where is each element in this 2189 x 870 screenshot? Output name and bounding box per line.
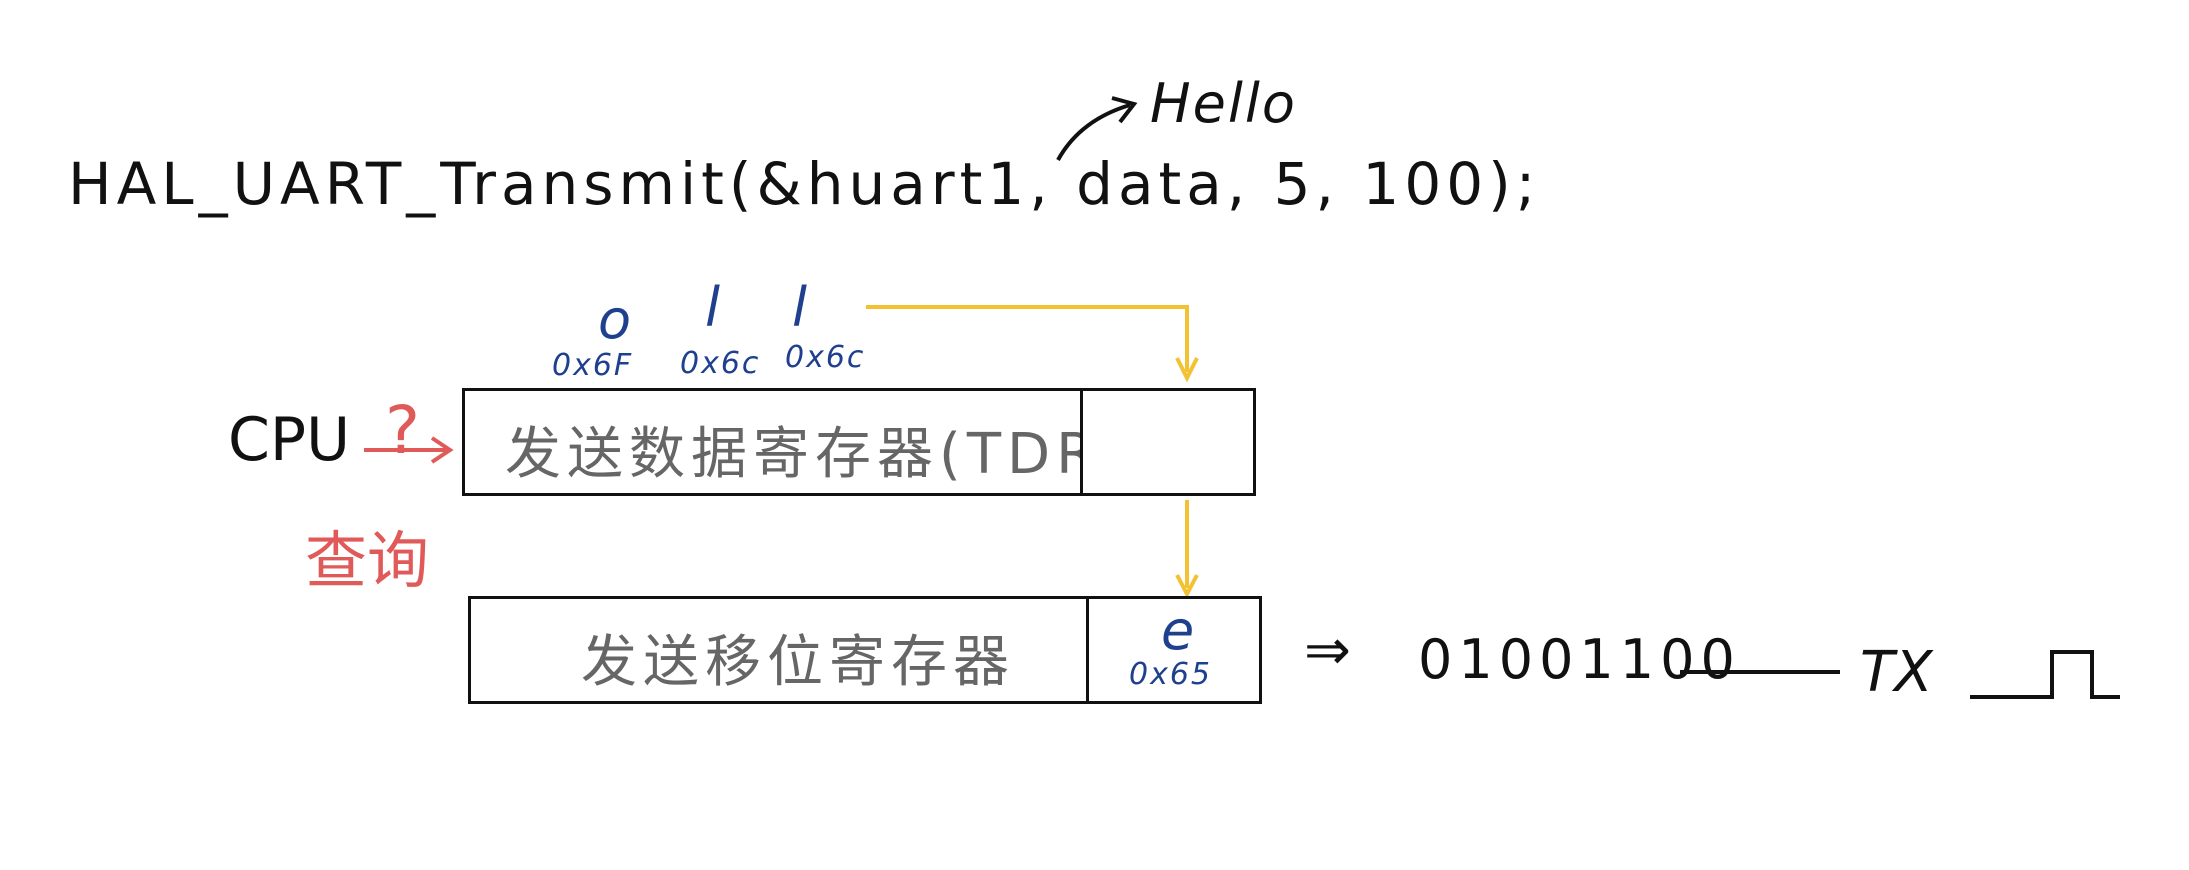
shift-register-label: 发送移位寄存器 [581, 630, 1015, 695]
tx-label: TX [1860, 640, 1933, 705]
queue-to-tdr-arrow [866, 305, 1189, 372]
hello-label: Hello [1150, 72, 1297, 135]
tx-waveform [1970, 650, 2120, 699]
cpu-label: CPU [228, 405, 350, 475]
queue-hex-1: 0x6F [552, 348, 634, 383]
queue-char-2: l [705, 276, 721, 339]
queue-hex-2: 0x6c [680, 346, 761, 381]
query-label: 查询 [305, 524, 430, 597]
tdr-register-box: 发送数据寄存器(TDR) [462, 388, 1123, 496]
hello-pointer-arrow [1056, 103, 1131, 161]
double-arrow-icon: ⇒ [1304, 618, 1351, 683]
queue-hex-3: 0x6c [785, 340, 866, 375]
tdr-label: 发送数据寄存器(TDR) [505, 422, 1129, 487]
shift-slot-box: e 0x65 [1086, 596, 1262, 704]
queue-char-3: l [792, 276, 808, 339]
bit-stream: 01001100 [1418, 628, 1741, 691]
question-mark: ? [385, 392, 421, 469]
shift-slot-char: e [1161, 599, 1195, 662]
code-line: HAL_UART_Transmit(&huart1, data, 5, 100)… [68, 150, 1541, 218]
shift-slot-hex: 0x65 [1129, 657, 1213, 692]
tdr-slot-box [1080, 388, 1256, 496]
queue-char-1: o [598, 288, 632, 351]
shift-register-box: 发送移位寄存器 [468, 596, 1090, 704]
